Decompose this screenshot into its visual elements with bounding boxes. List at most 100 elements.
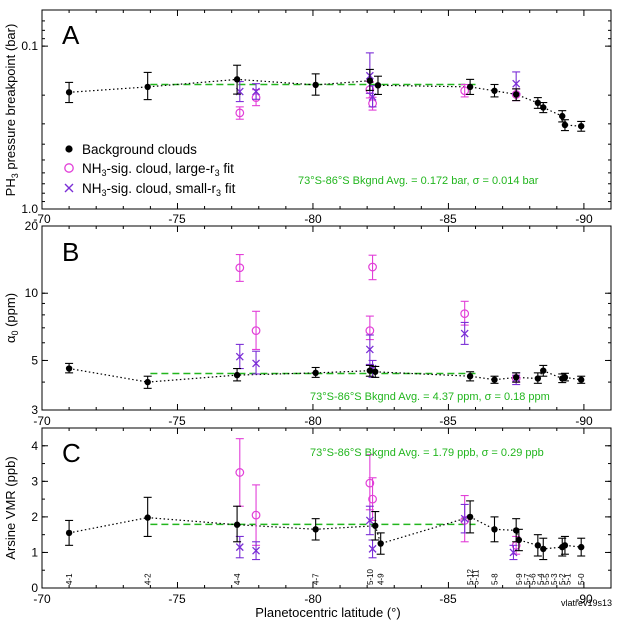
small-fit-point [365,345,374,354]
panel-a-letter: A [62,20,80,50]
background-point [512,374,520,381]
small-fit-point [252,359,261,368]
zone-label: 4-1 [65,573,74,585]
panel-b-frame [41,225,612,411]
x-tick-label: -90 [575,592,593,606]
x-tick-label: -80 [304,414,322,428]
x-axis-label: Planetocentric latitude (°) [255,605,400,620]
background-point [540,104,547,111]
large-fit-point [368,494,377,504]
y-tick-label: 1 [31,545,38,559]
x-tick-label: -70 [33,212,51,226]
panel-a-stat-text: 73°S-86°S Bkgnd Avg. = 0.172 bar, σ = 0.… [298,175,539,187]
background-point [233,76,241,83]
zone-label: 5-11 [472,569,481,585]
large-fit-point [251,326,261,336]
background-trend-line [68,367,582,383]
zone-label: 5-7 [523,573,532,585]
x-tick-label: -75 [168,414,186,428]
large-fit-point [235,468,245,477]
x-tick-label: -90 [575,212,593,226]
large-fit-point [251,510,261,520]
x-tick-label: -80 [304,592,322,606]
background-trend-line [69,78,582,127]
background-point [540,545,547,553]
panel-c-stat-text: 73°S-86°S Bkgnd Avg. = 1.79 ppb, σ = 0.2… [310,447,544,459]
y-tick-label: 5 [31,353,38,367]
large-fit-point [235,108,245,118]
small-fit-point [460,329,469,338]
zone-label: 5-8 [490,573,499,585]
background-point [561,542,569,549]
background-point [377,540,384,547]
panel-c-frame [41,427,612,589]
large-fit-point [460,86,470,96]
zone-label: 5-9 [515,573,524,585]
background-point [312,81,319,89]
x-tick-label: -70 [33,592,51,606]
x-tick-label: -75 [168,212,186,226]
background-point [233,371,241,379]
background-point [577,376,585,383]
background-point [144,83,151,91]
background-point [65,89,73,96]
background-point [491,376,498,383]
panel-b-letter: B [62,237,79,267]
x-tick-label: -80 [304,212,322,226]
y-tick-label: 3 [31,474,38,488]
y-tick-label: 0.1 [21,39,38,53]
x-tick-label: -85 [439,212,457,226]
background-point [534,99,542,107]
background-point [65,529,73,537]
legend-background-marker [65,145,73,153]
zone-label: 5-6 [528,573,537,585]
background-point [233,521,241,528]
zone-label: 4-7 [312,573,321,585]
panel-c-ylabel: Arsine VMR (ppb) [3,456,18,559]
y-tick-label: 0 [31,581,38,595]
zone-label: 5-12 [466,568,475,585]
legend-small-marker [64,183,74,193]
zone-label: 4-9 [377,573,386,585]
background-point [65,365,73,372]
background-point [515,536,523,544]
credit-label: vlatrev19s13 [561,598,612,608]
background-point [561,374,569,381]
x-tick-label: -85 [439,414,457,428]
background-point [491,526,498,533]
zone-label: 5-0 [577,573,586,585]
background-point [561,121,569,129]
background-point [144,378,151,386]
small-fit-point [368,544,377,553]
background-point [534,375,542,382]
small-fit-point [365,516,374,525]
x-tick-label: -85 [439,592,457,606]
background-point [366,367,374,374]
panel-b-ylabel: α0 (ppm) [3,293,20,343]
background-point [312,526,319,533]
x-tick-label: -70 [33,414,51,428]
small-fit-point [235,543,244,552]
small-fit-point [512,79,521,88]
large-fit-point [365,326,375,336]
zone-label: 5-1 [564,573,573,585]
background-point [372,368,379,375]
panel-c-letter: C [62,438,81,468]
large-fit-point [365,478,375,488]
legend-small-label: NH3-sig. cloud, small-r3 fit [82,181,236,198]
zone-label: 5-5 [542,573,551,585]
background-point [559,112,566,120]
y-tick-label: 20 [25,219,39,233]
small-fit-point [509,548,518,557]
zone-label: 5-10 [366,568,375,585]
background-point [577,122,585,130]
large-fit-point [235,263,245,273]
large-fit-point [368,262,377,272]
y-tick-label: 10 [25,286,39,300]
zone-label: 5-2 [558,573,567,585]
small-fit-point [252,546,261,555]
y-tick-label: 3 [31,403,38,417]
